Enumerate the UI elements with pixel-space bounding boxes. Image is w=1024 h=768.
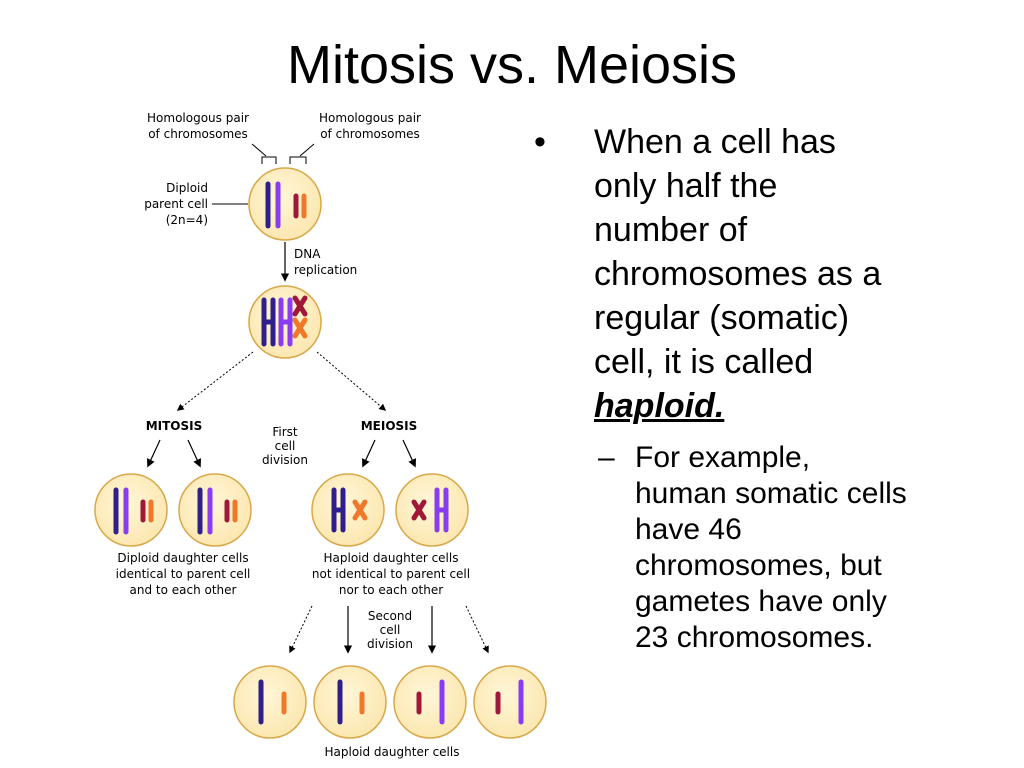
meiosis-branch-arrow <box>316 351 387 411</box>
mitosis-right-arrow <box>187 439 201 468</box>
bullet-dot: • <box>534 123 546 161</box>
haploid-cell-3 <box>393 665 467 739</box>
dna-replication-label: DNA <box>294 247 321 261</box>
diploid-parent-label: Diploid <box>166 181 208 195</box>
main-bullet-line: only half the <box>594 167 778 205</box>
diploid-parent-label: parent cell <box>144 197 208 211</box>
second-division-label: division <box>367 637 413 651</box>
homologous-right-label: Homologous pair <box>319 111 421 125</box>
homologous-right-leader <box>289 143 315 164</box>
sub-bullet-line: have 46 <box>635 513 742 546</box>
homologous-left-leader <box>251 143 277 164</box>
main-bullet-line: cell, it is called <box>594 343 814 381</box>
meiosis-ii-arrow-1 <box>289 605 313 654</box>
sub-bullet-dash: – <box>598 441 615 474</box>
replicated-chromosomes <box>261 295 308 347</box>
homologous-left-label: of chromosomes <box>148 127 248 141</box>
meiosis-left-arrow <box>362 439 376 468</box>
meiosis-daughter-cell-2 <box>395 473 469 547</box>
diploid-parent-label: (2n=4) <box>166 213 208 227</box>
main-bullet-line: When a cell has <box>594 123 836 161</box>
homologous-left-label: Homologous pair <box>147 111 249 125</box>
sub-bullet-line: 23 chromosomes. <box>635 621 874 654</box>
meiosis-ii-arrow-4 <box>465 605 489 654</box>
first-division-label: cell <box>275 439 296 453</box>
dna-replication-label: replication <box>294 263 357 277</box>
haploid-daughters-caption: nor to each other <box>339 583 443 597</box>
parent-cell <box>248 167 322 241</box>
slide-title: Mitosis vs. Meiosis <box>286 35 738 95</box>
mitosis-left-arrow <box>147 439 161 468</box>
main-bullet-line: regular (somatic) <box>594 299 850 337</box>
haploid-keyword: haploid. <box>594 387 725 425</box>
haploid-cell-2 <box>313 665 387 739</box>
main-bullet-line: number of <box>594 211 748 249</box>
haploid-cell-3-chromosomes <box>416 679 445 725</box>
mitosis-daughter-cell-2 <box>178 473 252 547</box>
haploid-cell-2-chromosomes <box>337 679 365 725</box>
diploid-daughters-caption: and to each other <box>130 583 237 597</box>
first-division-label: division <box>262 453 308 467</box>
mitosis-daughter-1-chromosomes <box>113 487 154 535</box>
meiosis-daughter-1-chromosomes <box>331 487 368 533</box>
mitosis-daughter-2-chromosomes <box>197 487 238 535</box>
diploid-daughters-caption: identical to parent cell <box>116 567 251 581</box>
meiosis-label: MEIOSIS <box>361 419 418 433</box>
sub-bullet-line: For example, <box>635 441 811 474</box>
haploid-daughters-caption: not identical to parent cell <box>312 567 470 581</box>
second-division-label: Second <box>368 609 412 623</box>
haploid-daughters-caption: Haploid daughter cells <box>324 551 459 565</box>
haploid-cell-4-chromosomes <box>495 679 524 725</box>
diploid-daughters-caption: Diploid daughter cells <box>117 551 248 565</box>
bullet-list: • When a cell has only half the number o… <box>520 120 1010 656</box>
sub-bullet: – For example, human somatic cells have … <box>520 440 1010 656</box>
parent-cell-chromosomes <box>265 181 307 229</box>
haploid-cell-1-chromosomes <box>258 679 287 725</box>
homologous-right-label: of chromosomes <box>320 127 420 141</box>
sub-bullet-line: human somatic cells <box>635 477 907 510</box>
main-bullet-line: chromosomes as a <box>594 255 882 293</box>
main-bullet: • When a cell has only half the number o… <box>520 120 1010 428</box>
first-division-label: First <box>272 425 298 439</box>
haploid-daughters-final-caption: Haploid daughter cells <box>325 745 460 759</box>
mitosis-branch-arrow <box>176 351 254 411</box>
meiosis-right-arrow <box>402 439 416 468</box>
mitosis-daughter-cell-1 <box>94 473 168 547</box>
mitosis-label: MITOSIS <box>146 419 203 433</box>
sub-bullet-line: gametes have only <box>635 585 887 618</box>
second-division-label: cell <box>380 623 401 637</box>
meiosis-daughter-cell-1 <box>311 473 385 547</box>
sub-bullet-line: chromosomes, but <box>635 549 882 582</box>
meiosis-daughter-2-chromosomes <box>411 487 449 533</box>
haploid-cell-1 <box>233 665 307 739</box>
haploid-cell-4 <box>473 665 547 739</box>
